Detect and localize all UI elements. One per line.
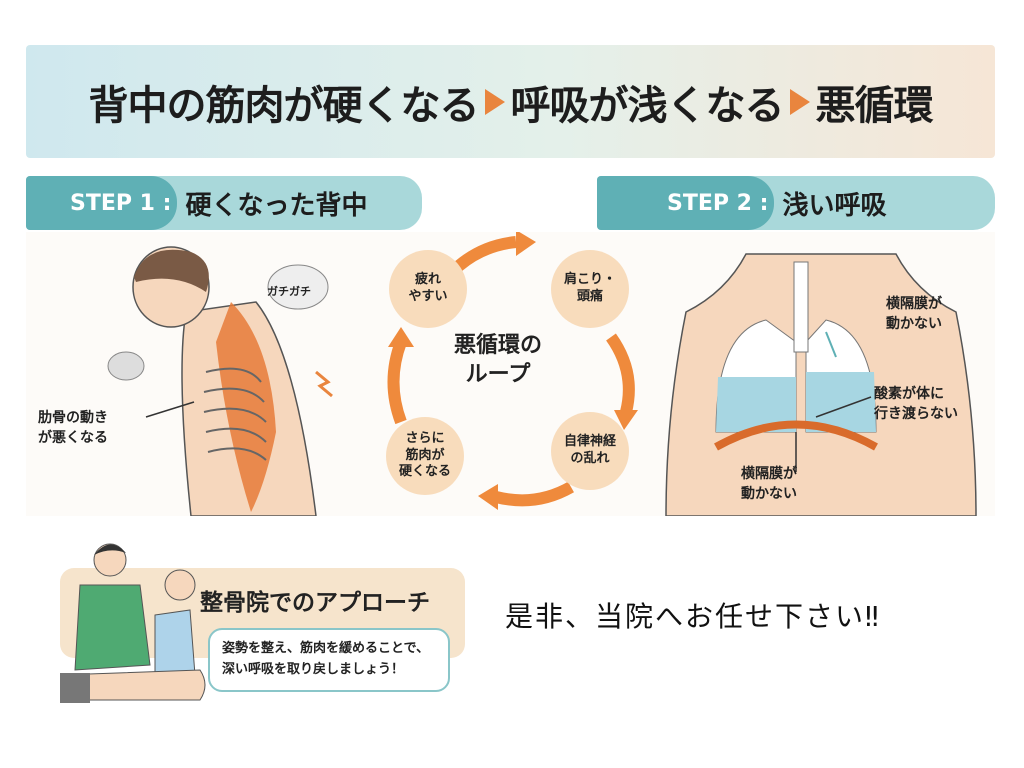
header-part2: 呼吸が浅くなる <box>510 82 785 129</box>
cycle-node-fatigue: 疲れ やすい <box>389 250 467 328</box>
diaphragm-bottom-label: 横隔膜が 動かない <box>741 466 797 503</box>
header-part3: 悪循環 <box>815 82 934 129</box>
header-part1: 背中の筋肉が硬くなる <box>88 82 480 129</box>
stiff-back-person-illustration <box>107 246 333 517</box>
callout-gachigachi: ガチガチ <box>267 285 311 298</box>
rib-label: 肋骨の動き が悪くなる <box>38 410 108 447</box>
step2-label: STEP 2 : <box>597 176 775 230</box>
cycle-node-autonomic: 自律神経 の乱れ <box>551 412 629 490</box>
arrow-right-icon <box>484 88 505 115</box>
call-to-action-text: 是非、当院へお任せ下さい‼ <box>505 600 881 633</box>
illustration-svg <box>107 230 977 517</box>
diaphragm-top-label: 横隔膜が 動かない <box>886 296 942 333</box>
approach-title: 整骨院でのアプローチ <box>200 590 430 616</box>
step1-banner: STEP 1 : 硬くなった背中 <box>26 176 422 230</box>
step2-banner: STEP 2 : 浅い呼吸 <box>597 176 995 230</box>
step1-title: 硬くなった背中 <box>185 190 368 221</box>
approach-speech-bubble: 姿勢を整え、筋肉を緩めることで、 深い呼吸を取り戻しましょう！ <box>208 628 450 692</box>
oxygen-label: 酸素が体に 行き渡らない <box>874 386 958 423</box>
lungs-torso-illustration <box>665 253 977 517</box>
therapist-illustration <box>60 543 206 703</box>
header-banner: 背中の筋肉が硬くなる 呼吸が浅くなる 悪循環 <box>26 45 995 158</box>
illustration-area: 肋骨の動き が悪くなる 横隔膜が 動かない 酸素が体に 行き渡らない 横隔膜が … <box>26 230 995 517</box>
cycle-arrowheads <box>388 230 638 510</box>
step2-title: 浅い呼吸 <box>782 190 887 221</box>
cycle-node-stiff-muscles: さらに 筋肉が 硬くなる <box>386 417 464 495</box>
cycle-node-stiff-shoulders: 肩こり・ 頭痛 <box>551 250 629 328</box>
step1-label: STEP 1 : <box>26 176 178 230</box>
arrow-right-icon <box>789 88 810 115</box>
cycle-center-label: 悪循環の ループ <box>454 333 543 387</box>
